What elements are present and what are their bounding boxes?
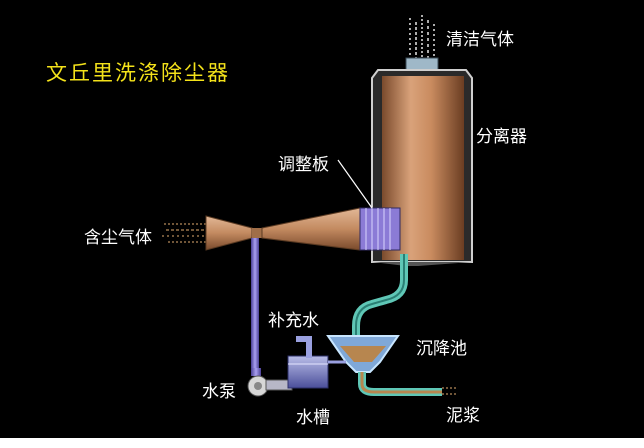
- dusty-gas-streaks: [162, 223, 206, 243]
- label-water-pump: 水泵: [202, 382, 236, 402]
- water-tank: [287, 336, 329, 389]
- label-slurry: 泥浆: [446, 406, 480, 426]
- clean-gas-plume: [409, 15, 435, 60]
- adjust-plate-leader: [337, 159, 373, 209]
- water-pump: [247, 375, 293, 397]
- slurry-pipe: [358, 372, 456, 396]
- gas-outlet-collar: [405, 57, 439, 71]
- diagram-title: 文丘里洗涤除尘器: [46, 61, 230, 85]
- label-separator: 分离器: [476, 127, 527, 147]
- return-pipe-center: [355, 254, 405, 336]
- label-dusty-gas: 含尘气体: [84, 228, 152, 248]
- label-makeup-water: 补充水: [268, 311, 319, 331]
- label-water-tank: 水槽: [296, 408, 330, 428]
- settling-tank: [326, 335, 400, 373]
- label-adjust-plate: 调整板: [278, 155, 329, 175]
- label-settling-tank: 沉降池: [416, 339, 467, 359]
- label-clean-gas: 清洁气体: [446, 30, 514, 50]
- venturi-tube: [162, 207, 401, 251]
- water-supply-pipe: [251, 238, 261, 376]
